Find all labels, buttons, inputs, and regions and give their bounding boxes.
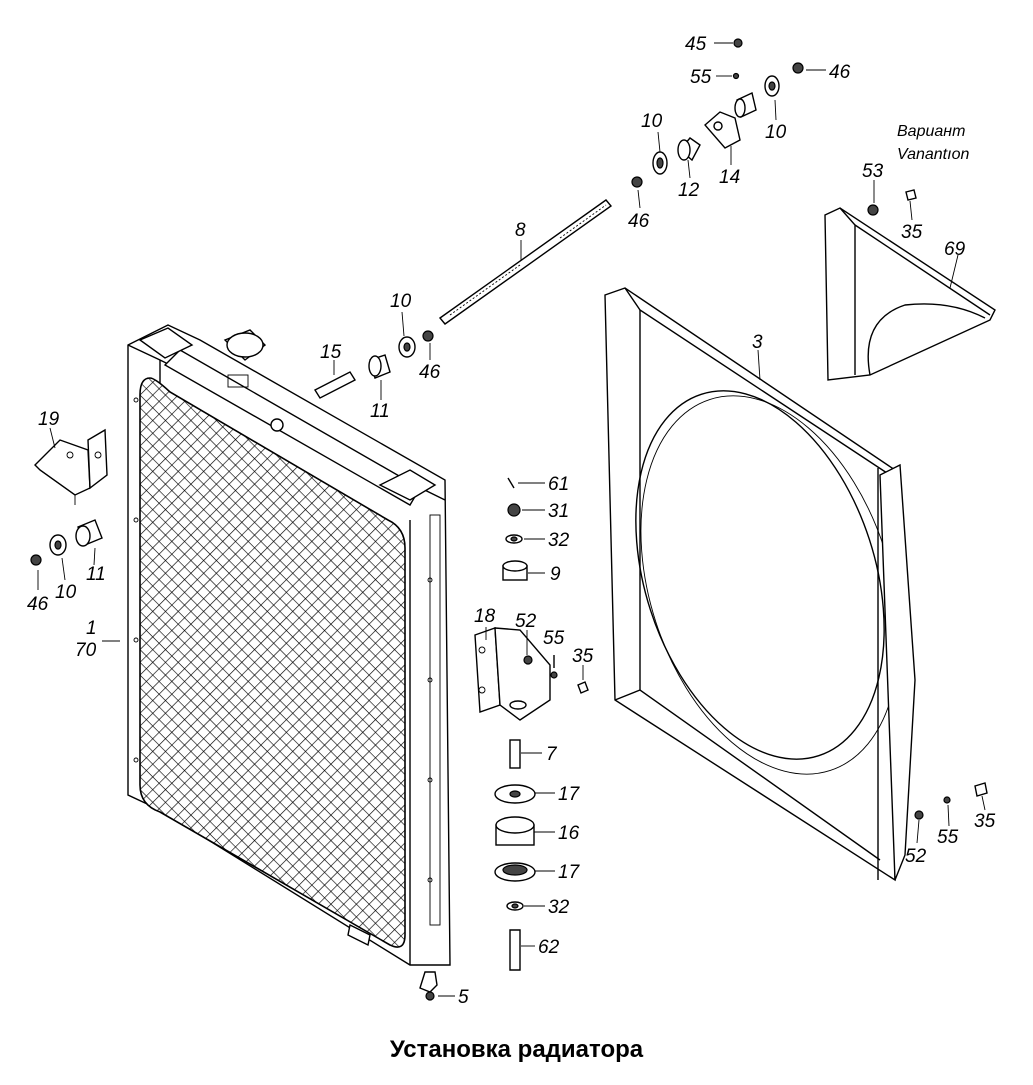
label-17: 17 — [558, 784, 581, 805]
label-3: 3 — [752, 332, 763, 353]
label-61: 61 — [548, 474, 569, 495]
label-10: 10 — [390, 291, 412, 312]
bracket-left — [30, 428, 108, 566]
label-53: 53 — [862, 161, 884, 182]
label-14: 14 — [719, 167, 740, 188]
label-46: 46 — [27, 594, 49, 615]
leader-lines — [37, 42, 986, 997]
label-46: 46 — [628, 211, 650, 232]
label-52: 52 — [515, 611, 537, 632]
label-69: 69 — [944, 239, 966, 260]
top-hardware — [631, 38, 917, 216]
label-35: 35 — [572, 646, 594, 667]
pin — [314, 371, 356, 399]
label-12: 12 — [678, 180, 700, 201]
shroud-variant — [824, 207, 996, 381]
label-10: 10 — [765, 122, 787, 143]
mount-stack — [474, 477, 589, 971]
label-10: 10 — [641, 111, 663, 132]
label-46: 46 — [419, 362, 441, 383]
label-8: 8 — [515, 220, 526, 241]
label-31: 31 — [548, 501, 569, 522]
right-hardware — [914, 782, 988, 820]
label-16: 16 — [558, 823, 580, 844]
label-52: 52 — [905, 846, 927, 867]
label-55: 55 — [690, 67, 712, 88]
label-10: 10 — [55, 582, 77, 603]
label-15: 15 — [320, 342, 342, 363]
label-70: 70 — [75, 640, 97, 661]
label-55: 55 — [543, 628, 565, 649]
label-1: 1 — [86, 618, 97, 639]
variant-label: Вариант — [897, 123, 965, 140]
variant-label-latin: Vanantıon — [897, 146, 969, 163]
label-18: 18 — [474, 606, 496, 627]
label-7: 7 — [546, 744, 558, 765]
label-32: 32 — [548, 897, 570, 918]
label-17: 17 — [558, 862, 581, 883]
label-32: 32 — [548, 530, 570, 551]
label-5: 5 — [458, 987, 469, 1008]
label-62: 62 — [538, 937, 560, 958]
label-9: 9 — [550, 564, 561, 585]
label-11: 11 — [370, 401, 390, 422]
label-46: 46 — [829, 62, 851, 83]
label-55: 55 — [937, 827, 959, 848]
label-19: 19 — [38, 409, 60, 430]
callout-labels: 45 55 46 10 10 12 14 46 Вариант Vanantıo… — [27, 34, 996, 1008]
drain-tap — [419, 971, 438, 1001]
label-45: 45 — [685, 34, 707, 55]
radiator-core — [127, 324, 451, 966]
label-35: 35 — [901, 222, 923, 243]
mid-hardware — [368, 330, 434, 379]
label-35: 35 — [974, 811, 996, 832]
tie-rod — [438, 199, 613, 325]
label-11: 11 — [86, 564, 106, 585]
fan-shroud — [604, 287, 916, 882]
diagram-caption: Установка радиатора — [389, 1036, 644, 1063]
